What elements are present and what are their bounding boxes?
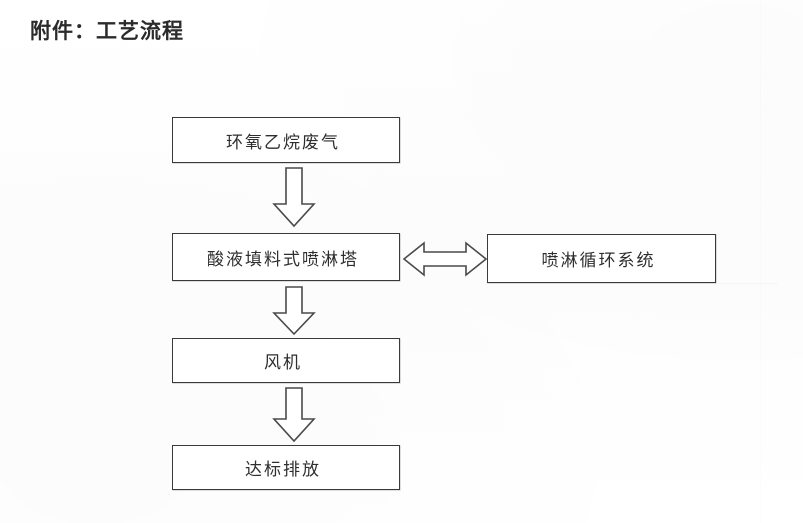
flow-node-compliant-discharge[interactable]: 达标排放 [172,445,400,490]
arrow-down-gas-to-tower [262,166,326,230]
flow-node-label: 达标排放 [245,460,321,480]
flow-node-label: 酸液填料式喷淋塔 [207,249,359,270]
arrow-down-tower-to-fan [262,285,326,337]
flow-node-label: 喷淋循环系统 [541,251,656,271]
flow-node-label: 环氧乙烷废气 [226,132,340,153]
flow-node-spray-tower[interactable]: 酸液填料式喷淋塔 [172,233,400,281]
flow-node-label: 风机 [264,353,302,373]
scan-artifact [760,0,761,523]
page-title: 附件：工艺流程 [30,18,184,43]
flow-node-circulation-system[interactable]: 喷淋循环系统 [487,234,716,283]
arrow-bidirectional-tower-to-circulation [402,239,488,279]
scan-artifact [718,283,778,284]
flow-node-fan[interactable]: 风机 [172,338,400,383]
flow-node-waste-gas[interactable]: 环氧乙烷废气 [172,117,400,163]
arrow-down-fan-to-discharge [262,386,326,444]
